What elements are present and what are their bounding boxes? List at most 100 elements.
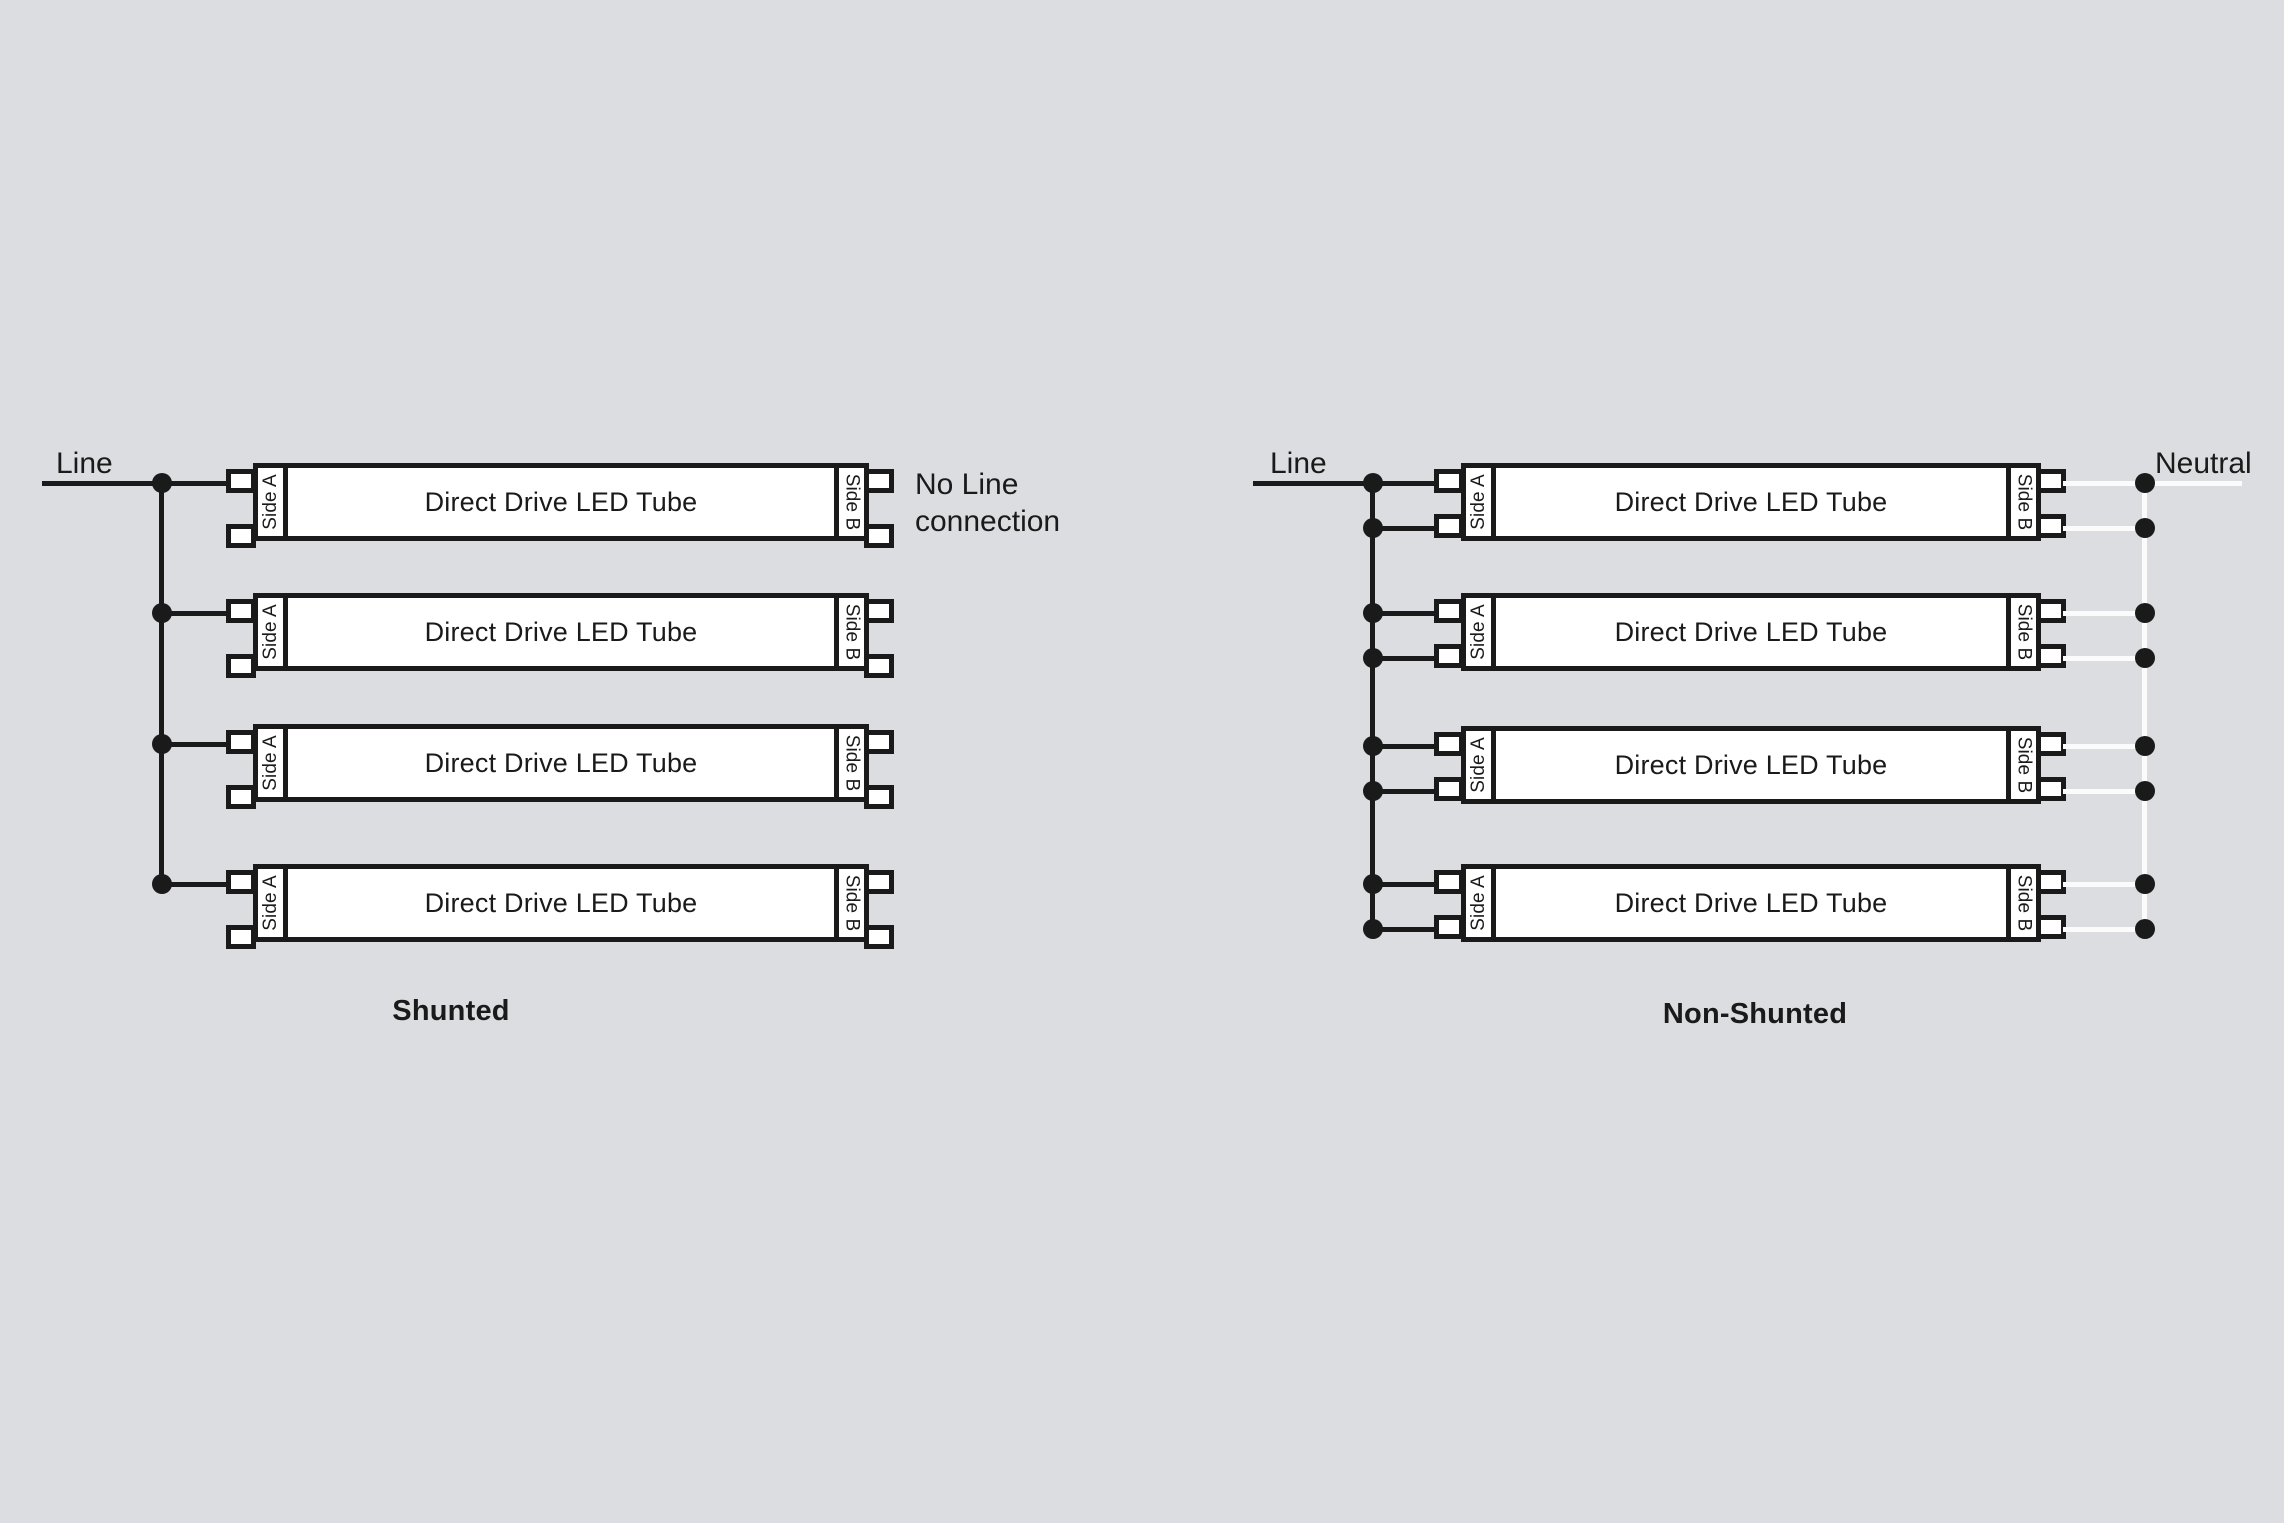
pin-ns-2-a-bottom[interactable] (1434, 644, 1464, 668)
junction-node-ns-left-2a (1363, 603, 1383, 623)
side-a-label: Side A (1467, 604, 1489, 660)
line-feeder-wire-shunted (42, 481, 167, 486)
led-tube-non-shunted-3[interactable]: Side A Direct Drive LED Tube Side B (1461, 726, 2041, 804)
junction-node-ns-left-1a (1363, 473, 1383, 493)
caption-non-shunted: Non-Shunted (1662, 998, 1848, 1030)
pin-ns-1-a-top[interactable] (1434, 469, 1464, 493)
junction-node-ns-right-3a (2135, 736, 2155, 756)
led-tube-shunted-4[interactable]: Side A Direct Drive LED Tube Side B (253, 864, 869, 942)
pin-shunted-3-b-top[interactable] (864, 730, 894, 754)
tube-body-ns-2: Direct Drive LED Tube (1496, 598, 2006, 666)
junction-node-ns-right-1b (2135, 518, 2155, 538)
endcap-side-a-ns-1: Side A (1466, 468, 1496, 536)
junction-node-ns-left-1b (1363, 518, 1383, 538)
pin-ns-2-a-top[interactable] (1434, 599, 1464, 623)
tube-body-ns-1: Direct Drive LED Tube (1496, 468, 2006, 536)
branch-wire-ns-right-1a (2063, 481, 2147, 486)
pin-shunted-1-b-top[interactable] (864, 469, 894, 493)
tube-body-ns-4: Direct Drive LED Tube (1496, 869, 2006, 937)
branch-wire-ns-left-3a (1370, 744, 1437, 749)
tube-label: Direct Drive LED Tube (1614, 749, 1888, 780)
led-tube-shunted-3[interactable]: Side A Direct Drive LED Tube Side B (253, 724, 869, 802)
pin-ns-4-a-top[interactable] (1434, 870, 1464, 894)
pin-ns-4-b-bottom[interactable] (2036, 915, 2066, 939)
tube-label: Direct Drive LED Tube (1614, 616, 1888, 647)
neutral-feeder-wire (2142, 481, 2242, 486)
pin-ns-3-a-top[interactable] (1434, 732, 1464, 756)
pin-ns-1-b-top[interactable] (2036, 469, 2066, 493)
branch-wire-ns-right-2b (2063, 656, 2147, 661)
branch-wire-shunted-2 (159, 611, 229, 616)
no-line-connection-note-line1: No Line (915, 468, 1019, 501)
endcap-side-b-shunted-4: Side B (834, 869, 864, 937)
side-a-label: Side A (1467, 875, 1489, 931)
endcap-side-b-shunted-3: Side B (834, 729, 864, 797)
junction-node-ns-left-2b (1363, 648, 1383, 668)
branch-wire-shunted-1 (159, 481, 229, 486)
pin-ns-3-b-bottom[interactable] (2036, 777, 2066, 801)
tube-body-ns-3: Direct Drive LED Tube (1496, 731, 2006, 799)
branch-wire-ns-left-1b (1370, 526, 1437, 531)
pin-shunted-2-b-top[interactable] (864, 599, 894, 623)
side-b-label: Side B (2013, 736, 2035, 794)
branch-wire-ns-left-1a (1370, 481, 1437, 486)
junction-node-shunted-4 (152, 874, 172, 894)
endcap-side-a-ns-4: Side A (1466, 869, 1496, 937)
pin-shunted-2-b-bottom[interactable] (864, 654, 894, 678)
endcap-side-b-ns-1: Side B (2006, 468, 2036, 536)
endcap-side-b-shunted-2: Side B (834, 598, 864, 666)
endcap-side-a-shunted-4: Side A (258, 869, 288, 937)
branch-wire-ns-right-2a (2063, 611, 2147, 616)
endcap-side-b-ns-4: Side B (2006, 869, 2036, 937)
pin-ns-1-a-bottom[interactable] (1434, 514, 1464, 538)
tube-label: Direct Drive LED Tube (424, 747, 698, 778)
junction-node-ns-right-4b (2135, 919, 2155, 939)
branch-wire-ns-left-4a (1370, 882, 1437, 887)
pin-ns-3-a-bottom[interactable] (1434, 777, 1464, 801)
tube-label: Direct Drive LED Tube (1614, 887, 1888, 918)
led-tube-shunted-1[interactable]: Side A Direct Drive LED Tube Side B (253, 463, 869, 541)
endcap-side-a-shunted-2: Side A (258, 598, 288, 666)
side-a-label: Side A (1467, 737, 1489, 793)
junction-node-ns-left-4b (1363, 919, 1383, 939)
branch-wire-ns-left-2a (1370, 611, 1437, 616)
branch-wire-ns-right-3a (2063, 744, 2147, 749)
pin-ns-2-b-bottom[interactable] (2036, 644, 2066, 668)
tube-body-shunted-1: Direct Drive LED Tube (288, 468, 834, 536)
line-bus-vertical-shunted (159, 481, 164, 886)
led-tube-non-shunted-1[interactable]: Side A Direct Drive LED Tube Side B (1461, 463, 2041, 541)
line-bus-vertical-non-shunted (1370, 481, 1375, 931)
endcap-side-b-ns-2: Side B (2006, 598, 2036, 666)
pin-shunted-1-a-top[interactable] (226, 469, 256, 493)
branch-wire-ns-right-4a (2063, 882, 2147, 887)
line-terminal-label-non-shunted: Line (1270, 447, 1327, 480)
neutral-bus-vertical (2142, 481, 2147, 931)
line-terminal-label-shunted: Line (56, 447, 113, 480)
pin-ns-3-b-top[interactable] (2036, 732, 2066, 756)
branch-wire-ns-right-4b (2063, 927, 2147, 932)
branch-wire-ns-left-4b (1370, 927, 1437, 932)
led-tube-non-shunted-2[interactable]: Side A Direct Drive LED Tube Side B (1461, 593, 2041, 671)
led-tube-shunted-2[interactable]: Side A Direct Drive LED Tube Side B (253, 593, 869, 671)
pin-shunted-4-b-bottom[interactable] (864, 925, 894, 949)
pin-shunted-1-b-bottom[interactable] (864, 524, 894, 548)
tube-body-shunted-3: Direct Drive LED Tube (288, 729, 834, 797)
pin-ns-1-b-bottom[interactable] (2036, 514, 2066, 538)
branch-wire-ns-left-3b (1370, 789, 1437, 794)
pin-ns-4-b-top[interactable] (2036, 870, 2066, 894)
endcap-side-b-shunted-1: Side B (834, 468, 864, 536)
junction-node-ns-right-4a (2135, 874, 2155, 894)
led-tube-non-shunted-4[interactable]: Side A Direct Drive LED Tube Side B (1461, 864, 2041, 942)
tube-label: Direct Drive LED Tube (424, 486, 698, 517)
junction-node-ns-right-2b (2135, 648, 2155, 668)
side-a-label: Side A (1467, 474, 1489, 530)
pin-ns-2-b-top[interactable] (2036, 599, 2066, 623)
junction-node-ns-right-2a (2135, 603, 2155, 623)
neutral-terminal-label: Neutral (2155, 447, 2252, 480)
pin-shunted-4-b-top[interactable] (864, 870, 894, 894)
pin-shunted-3-b-bottom[interactable] (864, 785, 894, 809)
pin-ns-4-a-bottom[interactable] (1434, 915, 1464, 939)
junction-node-shunted-1 (152, 473, 172, 493)
no-line-connection-note-line2: connection (915, 505, 1061, 538)
